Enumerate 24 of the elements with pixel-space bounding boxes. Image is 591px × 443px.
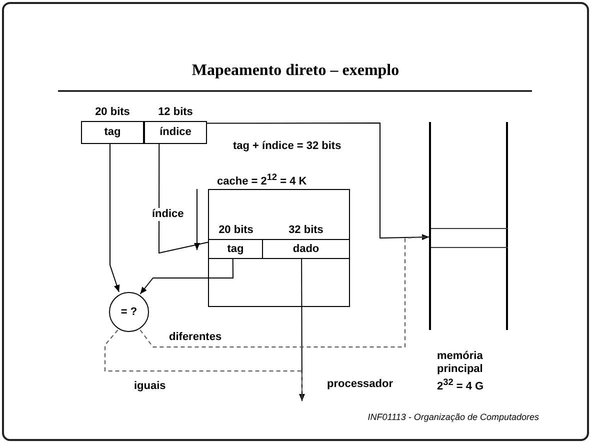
edge-label: tag + índice = 32 bits — [232, 140, 342, 153]
arrow — [140, 258, 234, 294]
slide-title: Mapeamento direto – exemplo — [192, 62, 400, 79]
field-cell: tag — [209, 239, 263, 259]
field-cell: tag — [81, 121, 144, 144]
field-cell: dado — [263, 239, 349, 259]
footer-text: INF01113 - Organização de Computadores — [368, 412, 539, 422]
node-heading: cache = 2$^{12}$ = 4 K — [217, 171, 307, 189]
bit-width-label: 12 bits — [157, 106, 194, 119]
memory-row — [431, 228, 508, 248]
bit-width-label: 32 bits — [288, 224, 324, 237]
destination-label: processador — [316, 376, 404, 392]
dashed-connector — [104, 330, 302, 402]
edge-label: índice — [151, 208, 185, 221]
bit-width-label: 20 bits — [218, 224, 254, 237]
field-cell: índice — [144, 121, 207, 144]
arrow — [109, 144, 120, 292]
arrow — [206, 122, 430, 240]
edge-label: iguais — [133, 380, 167, 393]
dashed-connector — [140, 236, 430, 348]
compare-circle: = ? — [109, 292, 149, 332]
arrow — [298, 258, 305, 402]
bit-width-label: 20 bits — [94, 106, 131, 119]
node-heading: memória principal 2$^{32}$ = 4 G — [437, 350, 485, 394]
